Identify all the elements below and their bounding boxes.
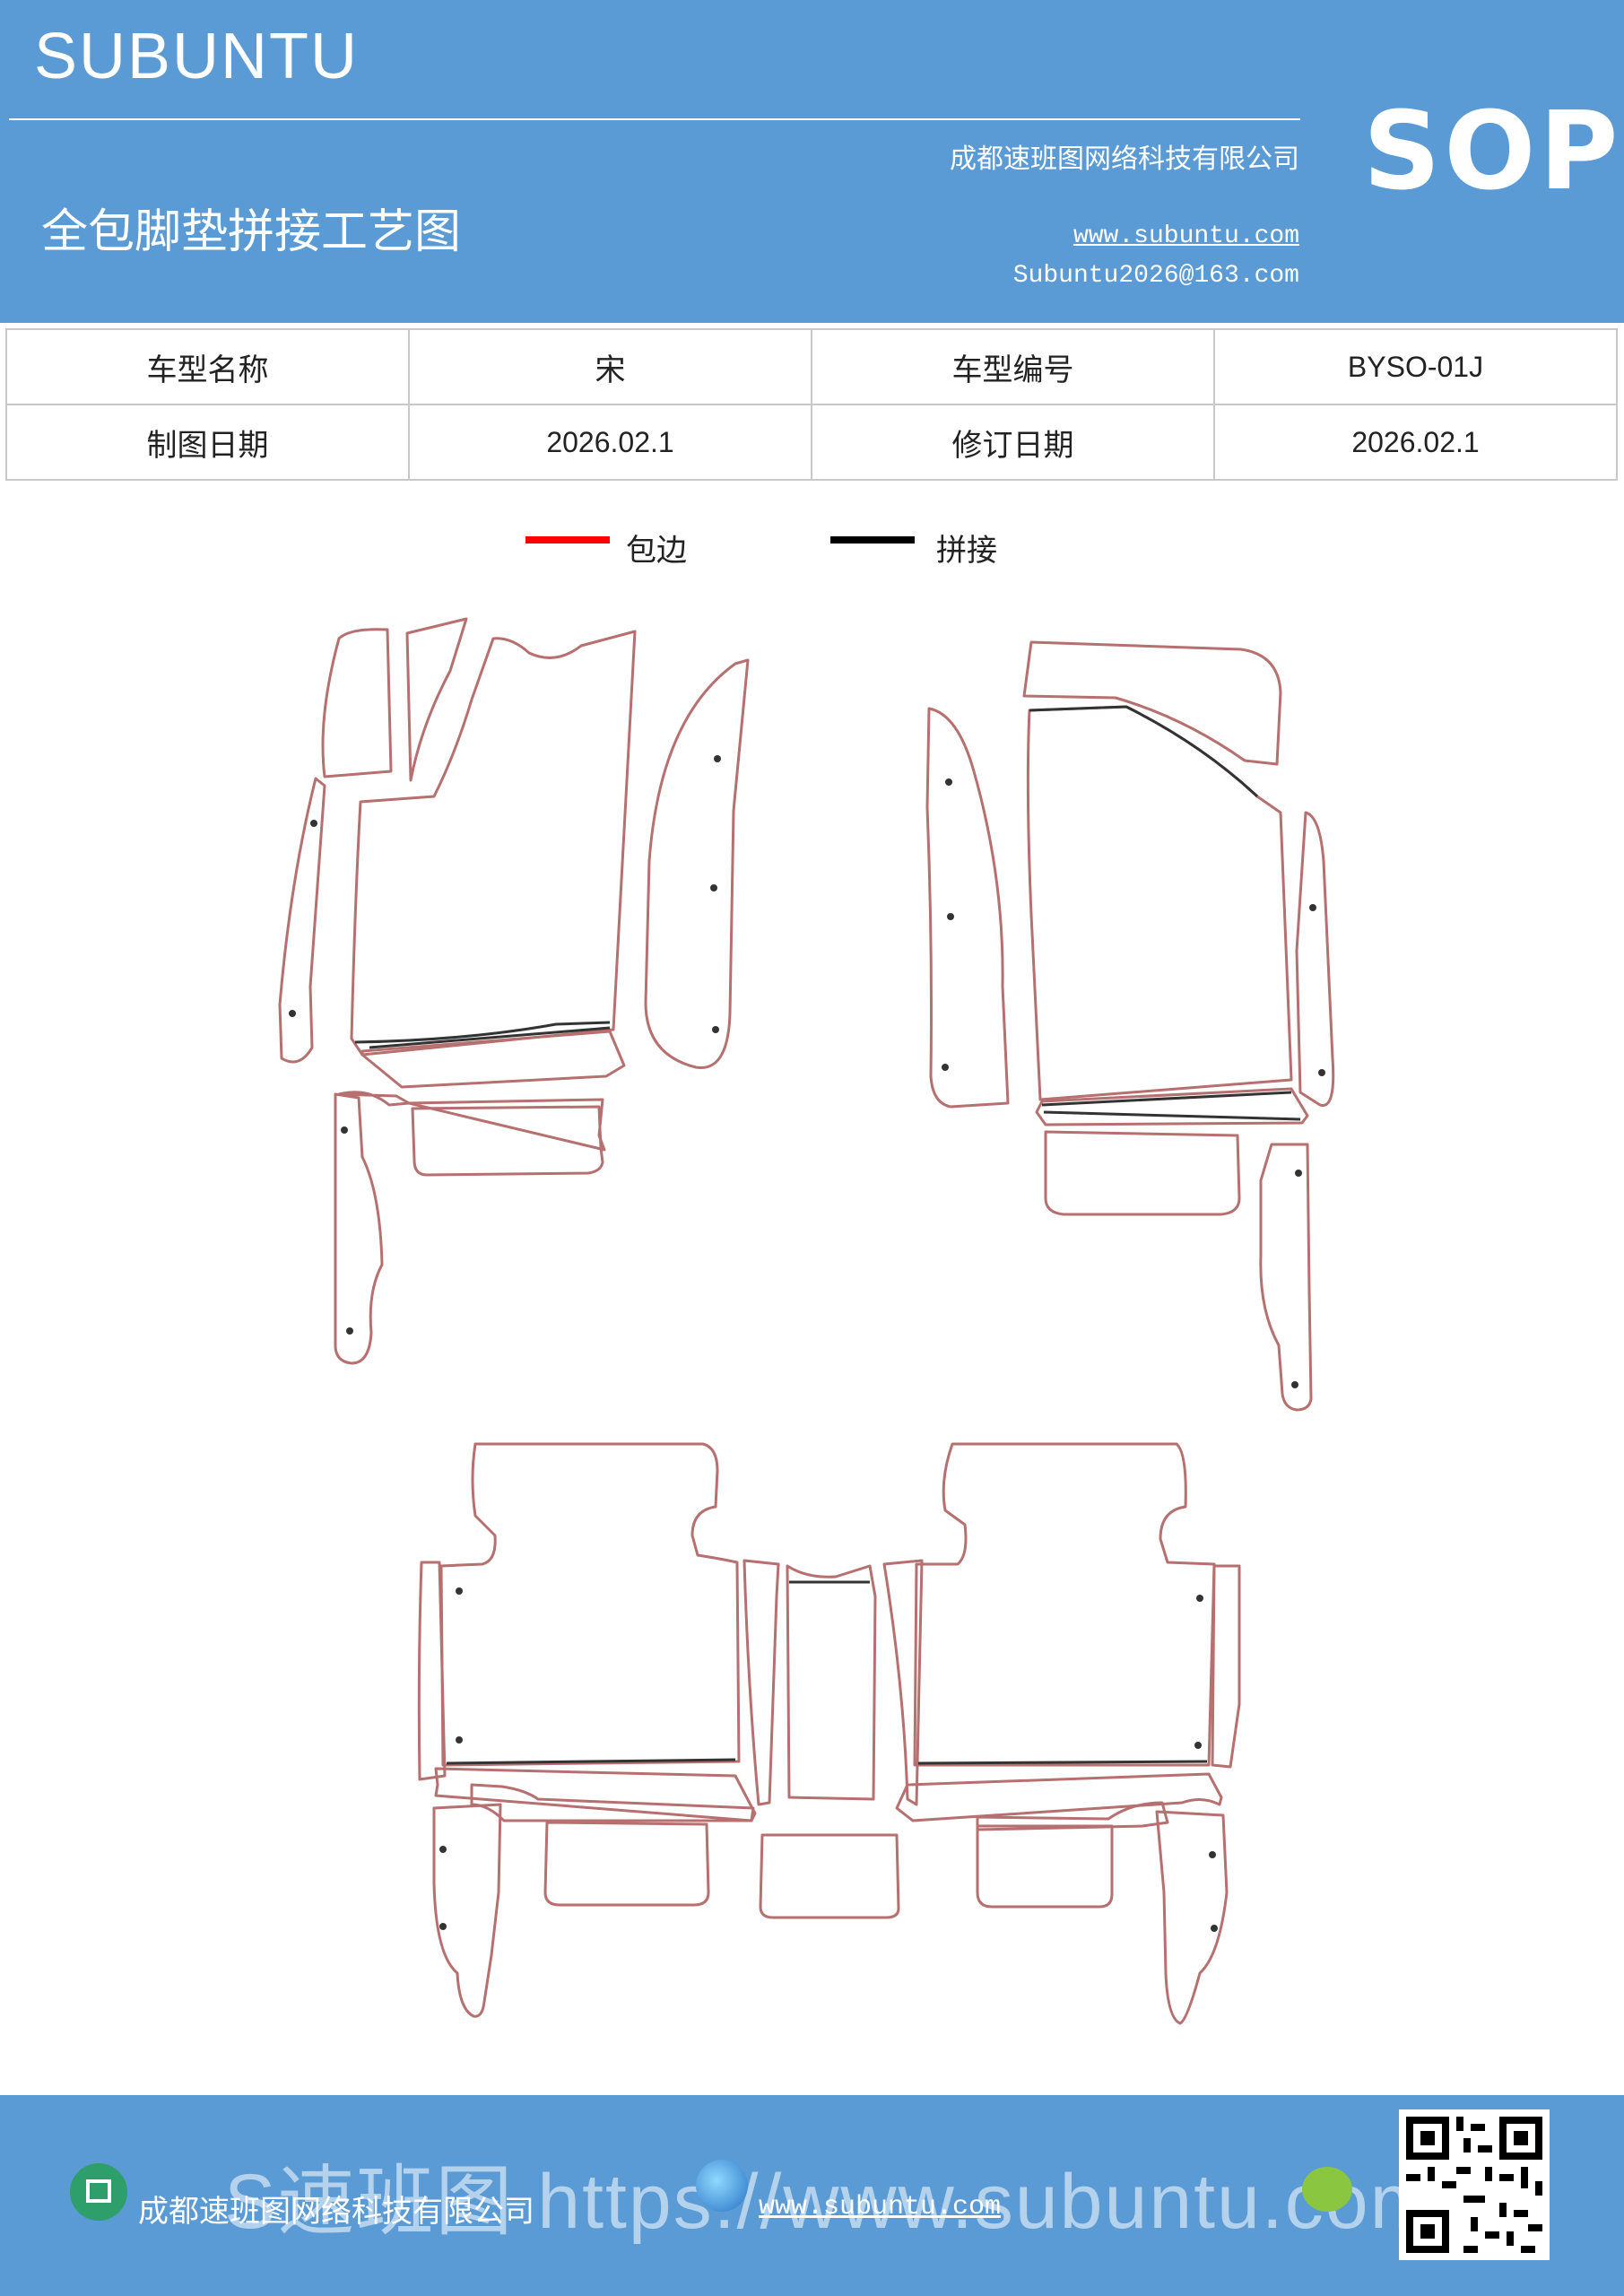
mat-piece [1044, 1130, 1241, 1216]
mat-piece [743, 1559, 780, 1806]
legend-splice-label: 拼接 [936, 533, 997, 569]
header-banner [0, 0, 1624, 323]
table-row: 车型名称 宋 车型编号 BYSO-01J [5, 328, 1618, 405]
header-company-name: 成都速班图网络科技有限公司 [950, 144, 1299, 175]
seam-line [917, 1760, 1208, 1765]
fixing-hole [942, 1064, 949, 1071]
mat-piece [1022, 640, 1282, 766]
fixing-hole [712, 1026, 719, 1033]
fixing-hole [346, 1327, 353, 1335]
fixing-hole [945, 778, 952, 786]
header-email: Subuntu2026@163.com [1012, 262, 1299, 290]
seam-line [446, 1758, 736, 1765]
mat-piece [1259, 1143, 1313, 1412]
legend-splice-swatch [830, 536, 915, 544]
header-website-link[interactable]: www.subuntu.com [1073, 222, 1299, 250]
fixing-hole [439, 1846, 447, 1853]
mat-piece [976, 1824, 1114, 1909]
mat-piece [543, 1821, 710, 1907]
globe-icon [696, 2160, 748, 2212]
fixing-hole [456, 1587, 463, 1595]
revise-date-label: 修订日期 [811, 404, 1215, 481]
mat-piece [360, 1030, 626, 1089]
footer-website-link[interactable]: www.subuntu.com [759, 2192, 1002, 2222]
header-divider [9, 118, 1300, 120]
mat-piece [434, 1767, 757, 1822]
mat-piece [337, 1091, 606, 1152]
company-building-icon [70, 2163, 127, 2221]
qr-code [1399, 2109, 1550, 2260]
fixing-hole [1318, 1069, 1325, 1076]
mat-piece [925, 707, 1010, 1109]
fixing-hole [456, 1736, 463, 1744]
draw-date-value: 2026.02.1 [408, 404, 812, 481]
fixing-hole [341, 1126, 348, 1134]
legend-edging-swatch [525, 536, 610, 544]
fixing-hole [947, 913, 954, 920]
mat-piece [1026, 705, 1293, 1101]
mat-piece [411, 1105, 604, 1177]
mat-piece [1295, 811, 1335, 1108]
fixing-hole [1209, 1851, 1216, 1858]
seam-line [354, 1021, 611, 1044]
seam-line [1041, 1091, 1292, 1107]
mat-piece [895, 1772, 1223, 1822]
model-code-label: 车型编号 [811, 328, 1215, 405]
mat-piece [278, 777, 326, 1064]
document-title: 全包脚垫拼接工艺图 [41, 205, 462, 259]
mat-piece [644, 658, 750, 1069]
vehicle-info-table: 车型名称 宋 车型编号 BYSO-01J 制图日期 2026.02.1 修订日期… [5, 328, 1618, 481]
mat-piece [1035, 1087, 1309, 1126]
mat-piece [439, 1442, 741, 1767]
model-name-value: 宋 [408, 328, 812, 405]
fixing-hole [1211, 1925, 1218, 1932]
mat-piece [786, 1564, 877, 1801]
sop-badge: SOP [1363, 90, 1622, 214]
seam-line [369, 1026, 611, 1049]
fixing-hole [1196, 1595, 1203, 1602]
mat-piece [405, 617, 468, 782]
fixing-hole [1194, 1742, 1202, 1749]
seam-line [1029, 705, 1259, 798]
model-code-value: BYSO-01J [1213, 328, 1618, 405]
qr-code-pattern [1399, 2109, 1550, 2260]
fixing-hole [289, 1010, 296, 1017]
mat-piece [334, 1092, 384, 1365]
model-name-label: 车型名称 [5, 328, 410, 405]
fixing-hole [1291, 1381, 1298, 1388]
mat-piece [759, 1833, 900, 1919]
footer-watermark: S速班图 https://www.subuntu.com [224, 2159, 1437, 2245]
mat-piece [432, 1803, 502, 2018]
fixing-hole [714, 755, 721, 762]
brand-logo-text: SUBUNTU [34, 21, 360, 92]
mat-piece [1155, 1810, 1229, 2025]
fixing-hole [1309, 904, 1316, 911]
footer-banner [0, 2095, 1624, 2296]
table-row: 制图日期 2026.02.1 修订日期 2026.02.1 [5, 404, 1618, 481]
fixing-hole [310, 820, 317, 827]
footer-company-name: 成都速班图网络科技有限公司 [138, 2194, 534, 2230]
fixing-hole [710, 884, 717, 891]
legend-edging-label: 包边 [626, 533, 687, 569]
mat-piece [1211, 1564, 1241, 1769]
fixing-hole [439, 1923, 447, 1930]
mat-fixing-holes [289, 755, 1325, 1932]
wechat-icon [1302, 2167, 1352, 2212]
mat-seam-lines [354, 705, 1301, 1765]
mat-piece [913, 1442, 1216, 1767]
floor-mat-splice-diagram [278, 617, 1335, 2025]
mat-piece [350, 630, 637, 1057]
mat-piece [417, 1561, 447, 1781]
revise-date-value: 2026.02.1 [1213, 404, 1618, 481]
seam-line [1043, 1110, 1301, 1121]
mat-edge-outlines [278, 617, 1335, 2025]
fixing-hole [1295, 1170, 1302, 1177]
mat-piece [882, 1559, 924, 1806]
draw-date-label: 制图日期 [5, 404, 410, 481]
mat-piece [321, 628, 393, 778]
